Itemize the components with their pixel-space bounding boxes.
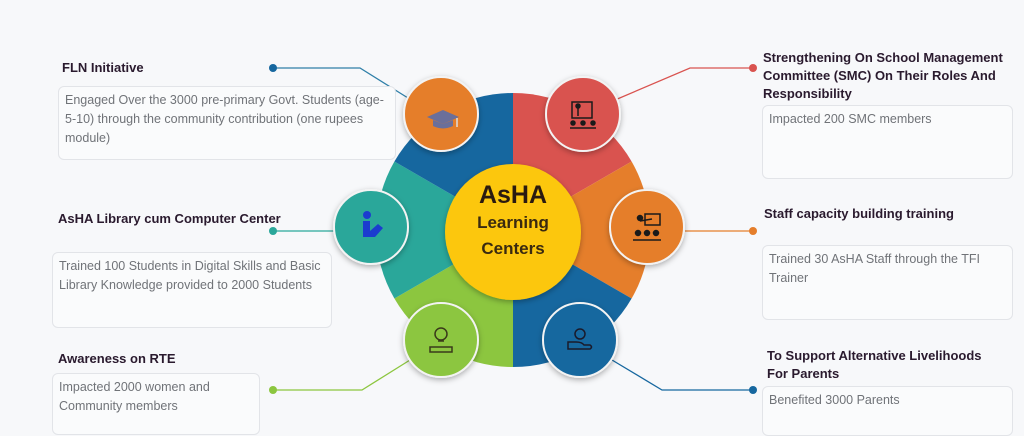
livelihood-title: To Support Alternative Livelihoods For P… — [767, 348, 982, 381]
fln-title: FLN Initiative — [62, 60, 144, 75]
segment-teal — [376, 161, 513, 299]
dot-rte — [269, 386, 277, 394]
smc-title: Strengthening On School Management Commi… — [763, 50, 1003, 101]
staff-description: Trained 30 AsHA Staff through the TFI Tr… — [762, 245, 1013, 320]
dot-library — [269, 227, 277, 235]
smc-description: Impacted 200 SMC members — [762, 105, 1013, 179]
fln-icon-circle — [403, 76, 479, 152]
rte-description: Impacted 2000 women and Community member… — [52, 373, 260, 435]
center-circle — [445, 164, 581, 300]
dot-smc — [749, 64, 757, 72]
dot-livelihood — [749, 386, 757, 394]
rte-title: Awareness on RTE — [58, 351, 176, 366]
staff-icon-circle — [609, 189, 685, 265]
rte-icon-circle — [403, 302, 479, 378]
livelihood-description: Benefited 3000 Parents — [762, 386, 1013, 436]
library-icon-circle — [333, 189, 409, 265]
lightbulb-icon — [429, 327, 453, 353]
money-hand-icon — [567, 328, 593, 350]
dot-fln — [269, 64, 277, 72]
segment-orange — [513, 161, 650, 299]
fln-description: Engaged Over the 3000 pre-primary Govt. … — [58, 86, 396, 160]
dot-staff — [749, 227, 757, 235]
reader-icon — [363, 211, 383, 237]
smc-icon-circle — [545, 76, 621, 152]
trainer-icon — [633, 213, 661, 241]
connector-livelihood — [611, 359, 753, 391]
staff-title: Staff capacity building training — [764, 206, 954, 221]
presentation-icon — [570, 101, 596, 129]
livelihood-icon-circle — [542, 302, 618, 378]
connector-smc — [614, 67, 753, 101]
library-title: AsHA Library cum Computer Center — [58, 211, 281, 226]
center-title: AsHA Learning Centers — [477, 181, 549, 258]
library-description: Trained 100 Students in Digital Skills a… — [52, 252, 332, 328]
connector-rte — [273, 359, 411, 391]
graduation-cap-icon — [427, 110, 459, 129]
